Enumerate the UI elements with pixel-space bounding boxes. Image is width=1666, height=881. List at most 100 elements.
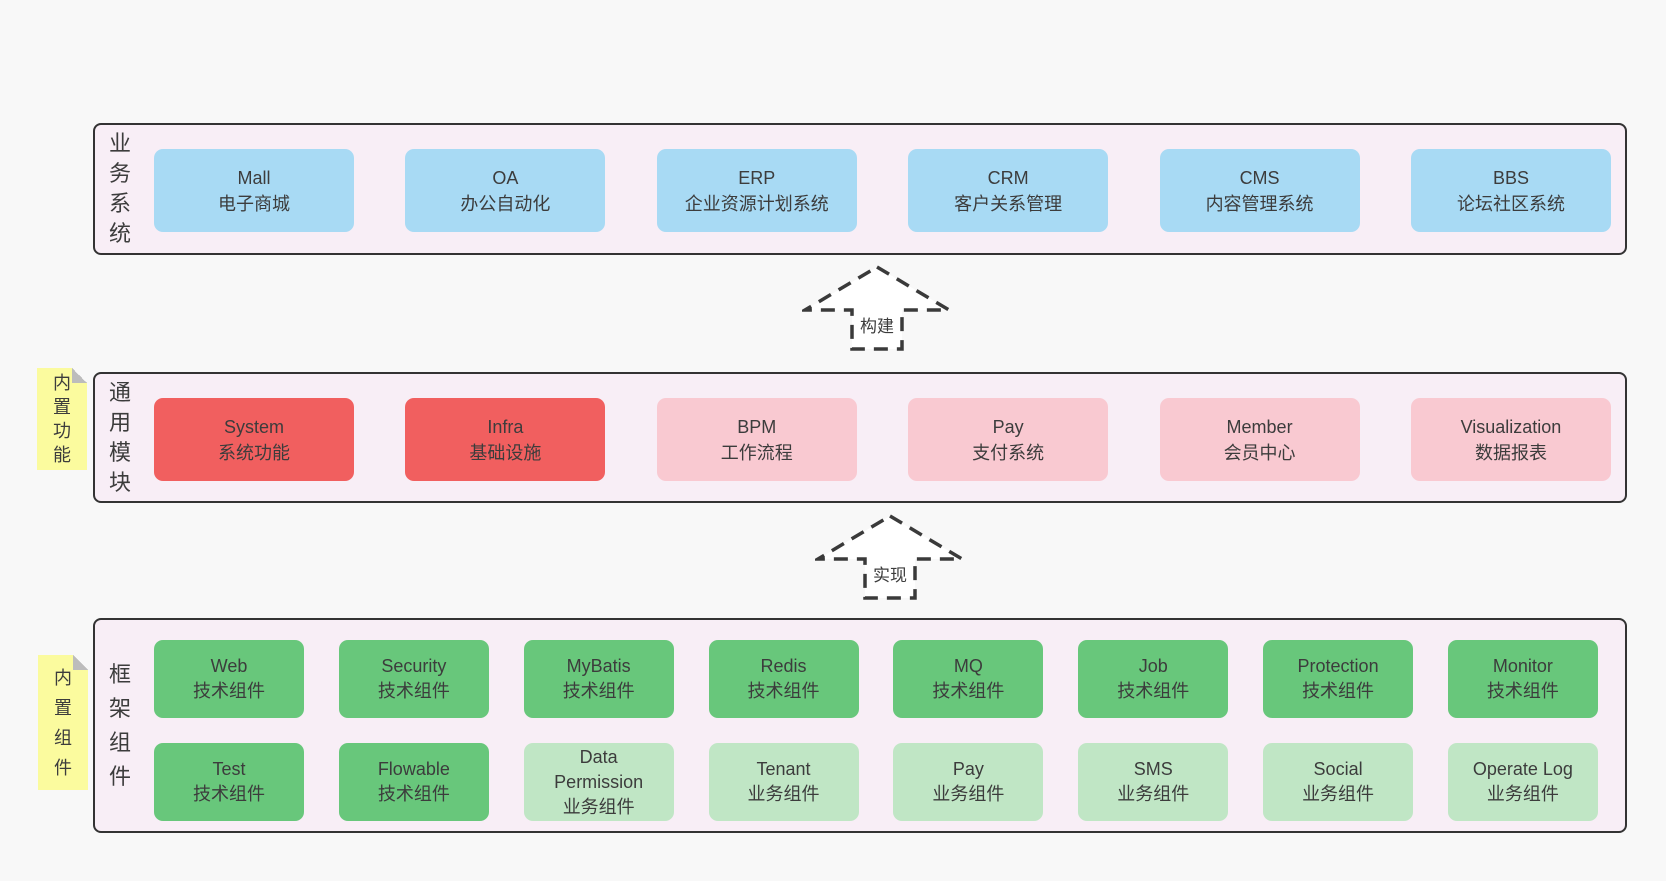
box-web: Web 技术组件 bbox=[154, 640, 304, 718]
box-subtitle: 技术组件 bbox=[1302, 681, 1375, 701]
box-title: Tenant bbox=[756, 759, 811, 779]
band-business-systems: 业务系统 Mall 电子商城 OA 办公自动化 ERP 企业资源计划系统 CRM… bbox=[93, 123, 1627, 255]
box-bpm: BPM 工作流程 bbox=[656, 398, 857, 481]
box-subtitle: 技术组件 bbox=[1117, 681, 1190, 701]
box-test: Test 技术组件 bbox=[154, 743, 304, 821]
band-common-modules: 通用模块 System 系统功能 Infra 基础设施 BPM 工作流程 Pay… bbox=[93, 372, 1627, 503]
box-tenant: Tenant 业务组件 bbox=[708, 743, 859, 821]
business-systems-row: Mall 电子商城 OA 办公自动化 ERP 企业资源计划系统 CRM 客户关系… bbox=[154, 149, 1611, 232]
box-visualization: Visualization 数据报表 bbox=[1410, 398, 1611, 481]
box-subtitle: 技术组件 bbox=[377, 784, 450, 804]
box-subtitle: 技术组件 bbox=[562, 681, 635, 701]
box-title: OA bbox=[492, 167, 519, 188]
box-cms: CMS 内容管理系统 bbox=[1159, 149, 1360, 232]
box-subtitle: 工作流程 bbox=[720, 442, 793, 463]
box-flowable: Flowable 技术组件 bbox=[338, 743, 489, 821]
box-title: Monitor bbox=[1492, 656, 1553, 676]
band-framework-components: 框架组件 Web 技术组件 Security 技术组件 MyBatis 技术组件… bbox=[93, 618, 1627, 833]
box-mq: MQ 技术组件 bbox=[893, 640, 1044, 718]
box-subtitle: 办公自动化 bbox=[460, 193, 551, 214]
box-erp: ERP 企业资源计划系统 bbox=[656, 149, 857, 232]
dashed-up-arrow-icon bbox=[815, 513, 965, 600]
box-member: Member 会员中心 bbox=[1159, 398, 1360, 481]
sticky-built-in-components: 内置组件 bbox=[38, 655, 88, 790]
box-title: Web bbox=[210, 656, 248, 676]
box-title: Visualization bbox=[1460, 416, 1562, 437]
box-mybatis: MyBatis 技术组件 bbox=[523, 640, 674, 718]
box-pay-module: Pay 支付系统 bbox=[908, 398, 1109, 481]
box-subtitle: 系统功能 bbox=[218, 442, 290, 463]
box-title: System bbox=[223, 416, 284, 437]
box-subtitle: 业务组件 bbox=[1302, 784, 1375, 804]
box-job: Job 技术组件 bbox=[1078, 640, 1229, 718]
box-subtitle: 业务组件 bbox=[562, 796, 635, 817]
arrow-implement-label: 实现 bbox=[870, 561, 910, 586]
box-protection: Protection 技术组件 bbox=[1263, 640, 1414, 718]
box-subtitle: 基础设施 bbox=[469, 442, 542, 463]
box-oa: OA 办公自动化 bbox=[405, 149, 606, 232]
box-subtitle: 论坛社区系统 bbox=[1456, 193, 1565, 214]
box-subtitle: 会员中心 bbox=[1223, 442, 1296, 463]
box-subtitle: 客户关系管理 bbox=[954, 193, 1063, 214]
arrow-build-label: 构建 bbox=[857, 312, 897, 337]
box-title: BPM bbox=[737, 416, 777, 437]
box-title: Flowable bbox=[377, 759, 450, 779]
sticky-built-in-components-label: 内置组件 bbox=[54, 667, 72, 778]
box-subtitle: 技术组件 bbox=[193, 784, 265, 804]
band-common-modules-label: 通用模块 bbox=[108, 379, 131, 495]
box-title: Test bbox=[212, 759, 246, 779]
box-subtitle: 业务组件 bbox=[1117, 784, 1190, 804]
box-subtitle: 技术组件 bbox=[747, 681, 820, 701]
box-pay-component: Pay 业务组件 bbox=[893, 743, 1044, 821]
box-title: Protection bbox=[1297, 656, 1379, 676]
box-title: Pay bbox=[992, 416, 1024, 437]
box-title: Operate Log bbox=[1472, 759, 1573, 779]
box-system: System 系统功能 bbox=[154, 398, 354, 481]
box-title: Pay bbox=[952, 759, 984, 779]
box-subtitle: 技术组件 bbox=[193, 681, 265, 701]
box-crm: CRM 客户关系管理 bbox=[908, 149, 1109, 232]
box-subtitle: 企业资源计划系统 bbox=[684, 193, 829, 214]
box-monitor: Monitor 技术组件 bbox=[1447, 640, 1598, 718]
box-title: Member bbox=[1226, 416, 1293, 437]
box-title: SMS bbox=[1133, 759, 1173, 779]
arrow-build: 构建 bbox=[802, 264, 952, 352]
box-title: MQ bbox=[953, 656, 983, 676]
box-subtitle: 业务组件 bbox=[747, 784, 820, 804]
box-title: BBS bbox=[1492, 167, 1529, 188]
box-subtitle: 数据报表 bbox=[1474, 442, 1547, 463]
box-subtitle: 技术组件 bbox=[1486, 681, 1559, 701]
sticky-built-in-features: 内置功能 bbox=[37, 368, 87, 470]
box-operate-log: Operate Log 业务组件 bbox=[1447, 743, 1598, 821]
band-business-systems-label: 业务系统 bbox=[108, 131, 131, 246]
box-subtitle: 内容管理系统 bbox=[1205, 193, 1314, 214]
box-title: MyBatis bbox=[566, 656, 631, 676]
box-sms: SMS 业务组件 bbox=[1078, 743, 1229, 821]
box-data-permission: Data Permission 业务组件 bbox=[523, 743, 674, 821]
box-title: CRM bbox=[987, 167, 1029, 188]
box-title: Job bbox=[1138, 656, 1168, 676]
framework-components-row-2: Test 技术组件 Flowable 技术组件 Data Permission … bbox=[154, 743, 1598, 821]
framework-components-row-1: Web 技术组件 Security 技术组件 MyBatis 技术组件 Redi… bbox=[154, 640, 1598, 718]
box-mall: Mall 电子商城 bbox=[154, 149, 354, 232]
box-social: Social 业务组件 bbox=[1263, 743, 1414, 821]
box-subtitle: 支付系统 bbox=[972, 442, 1045, 463]
box-redis: Redis 技术组件 bbox=[708, 640, 859, 718]
band-framework-components-label: 框架组件 bbox=[108, 661, 131, 789]
box-title: CMS bbox=[1239, 167, 1280, 188]
box-title: Security bbox=[381, 656, 447, 676]
box-security: Security 技术组件 bbox=[338, 640, 489, 718]
common-modules-row: System 系统功能 Infra 基础设施 BPM 工作流程 Pay 支付系统… bbox=[154, 398, 1611, 481]
box-title: Data Permission bbox=[554, 746, 644, 792]
box-subtitle: 业务组件 bbox=[1486, 784, 1559, 804]
box-title: Mall bbox=[237, 167, 271, 188]
box-subtitle: 电子商城 bbox=[218, 193, 290, 214]
box-infra: Infra 基础设施 bbox=[405, 398, 606, 481]
sticky-built-in-features-label: 内置功能 bbox=[53, 373, 71, 465]
dashed-up-arrow-icon bbox=[802, 264, 952, 351]
box-subtitle: 技术组件 bbox=[932, 681, 1005, 701]
box-title: ERP bbox=[738, 167, 776, 188]
box-subtitle: 技术组件 bbox=[377, 681, 450, 701]
box-title: Redis bbox=[760, 656, 807, 676]
